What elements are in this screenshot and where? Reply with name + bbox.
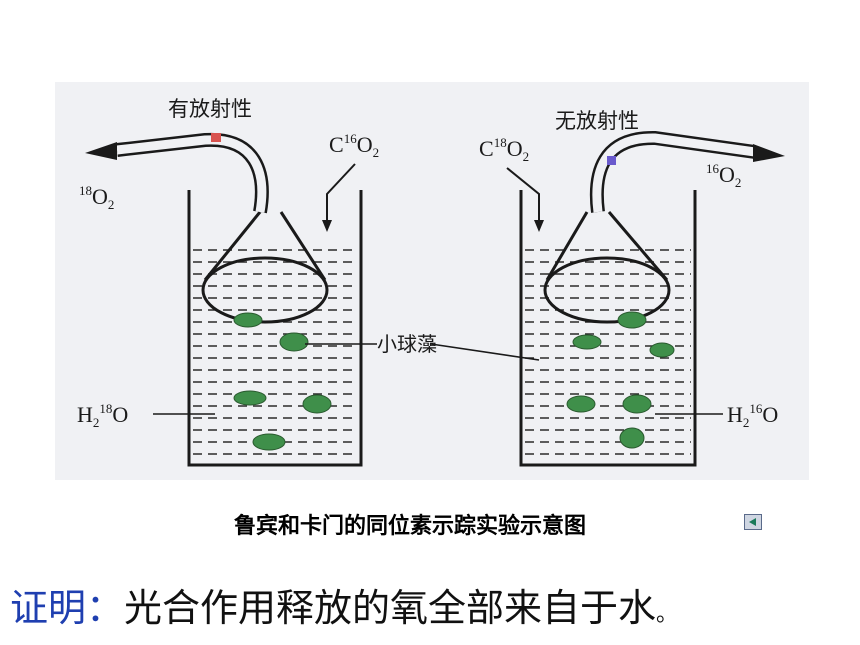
left-water-mass: 18 bbox=[99, 401, 112, 416]
left-outflow-arrowhead bbox=[85, 142, 117, 160]
left-tube-marker bbox=[211, 133, 221, 142]
right-outflow-arrowhead bbox=[753, 144, 785, 162]
left-funnel-neck bbox=[203, 211, 327, 281]
left-water-sub: 2 bbox=[93, 415, 100, 430]
left-algae bbox=[233, 312, 332, 451]
algae-pointer-right bbox=[430, 343, 540, 361]
conclusion-text: 光合作用释放的氧全部来自于水 bbox=[124, 586, 657, 630]
left-arrow-icon bbox=[749, 518, 756, 526]
right-water-mass: 16 bbox=[749, 401, 763, 416]
left-gas-out-sub: 2 bbox=[108, 197, 115, 212]
left-beaker-wall bbox=[187, 190, 363, 467]
right-gas-in-label: C18O2 bbox=[479, 135, 529, 164]
right-beaker-wall bbox=[519, 190, 697, 467]
right-gas-in-pre: C bbox=[479, 136, 494, 161]
right-algae bbox=[566, 311, 675, 449]
left-beaker bbox=[85, 132, 363, 467]
diagram-caption: 鲁宾和卡门的同位素示踪实验示意图 bbox=[233, 514, 586, 539]
left-gas-out-mass: 18 bbox=[79, 183, 92, 198]
right-water bbox=[525, 249, 691, 455]
right-gas-out-sub: 2 bbox=[735, 175, 742, 190]
conclusion-label: 证明： bbox=[10, 586, 125, 630]
right-funnel-mouth bbox=[543, 256, 671, 324]
right-co2-arrow bbox=[506, 167, 540, 222]
right-funnel-neck bbox=[545, 211, 669, 281]
left-gas-in-label: C16O2 bbox=[329, 131, 379, 160]
right-water-sub: 2 bbox=[743, 415, 750, 430]
right-beaker bbox=[506, 130, 785, 467]
left-water-base: O bbox=[112, 402, 128, 427]
right-gas-out-mass: 16 bbox=[706, 161, 720, 176]
right-gas-out-base: O bbox=[719, 162, 735, 187]
right-gas-in-base: O bbox=[507, 136, 523, 161]
left-funnel-mouth bbox=[201, 256, 329, 324]
left-gas-in-base: O bbox=[357, 132, 373, 157]
left-tube-label: 有放射性 bbox=[168, 97, 252, 121]
right-water-pre: H bbox=[727, 402, 743, 427]
left-gas-out-label: 18O2 bbox=[79, 183, 114, 212]
right-tube-label: 无放射性 bbox=[555, 109, 639, 133]
left-co2-arrow bbox=[326, 163, 356, 222]
algae-label: 小球藻 bbox=[377, 332, 437, 356]
conclusion-period: 。 bbox=[656, 602, 679, 627]
previous-slide-button[interactable] bbox=[744, 514, 762, 530]
left-gas-in-mass: 16 bbox=[344, 131, 358, 146]
diagram-svg: 有放射性 无放射性 小球藻 18O2 C16O2 H218O C18O2 16O… bbox=[77, 97, 785, 467]
left-gas-in-sub: 2 bbox=[373, 145, 380, 160]
left-water-label: H218O bbox=[77, 401, 128, 430]
experiment-diagram: 有放射性 无放射性 小球藻 18O2 C16O2 H218O C18O2 16O… bbox=[55, 82, 809, 480]
left-gas-out-base: O bbox=[92, 184, 108, 209]
left-water-pre: H bbox=[77, 402, 93, 427]
right-water-base: O bbox=[762, 402, 778, 427]
conclusion-line: 证明：光合作用释放的氧全部来自于水。 bbox=[10, 583, 678, 640]
right-water-label: H216O bbox=[727, 401, 778, 430]
right-gas-in-sub: 2 bbox=[523, 149, 530, 164]
right-gas-out-label: 16O2 bbox=[706, 161, 741, 190]
right-tube-marker bbox=[607, 156, 616, 165]
right-gas-in-mass: 18 bbox=[494, 135, 507, 150]
left-gas-in-pre: C bbox=[329, 132, 344, 157]
left-water bbox=[193, 249, 357, 455]
